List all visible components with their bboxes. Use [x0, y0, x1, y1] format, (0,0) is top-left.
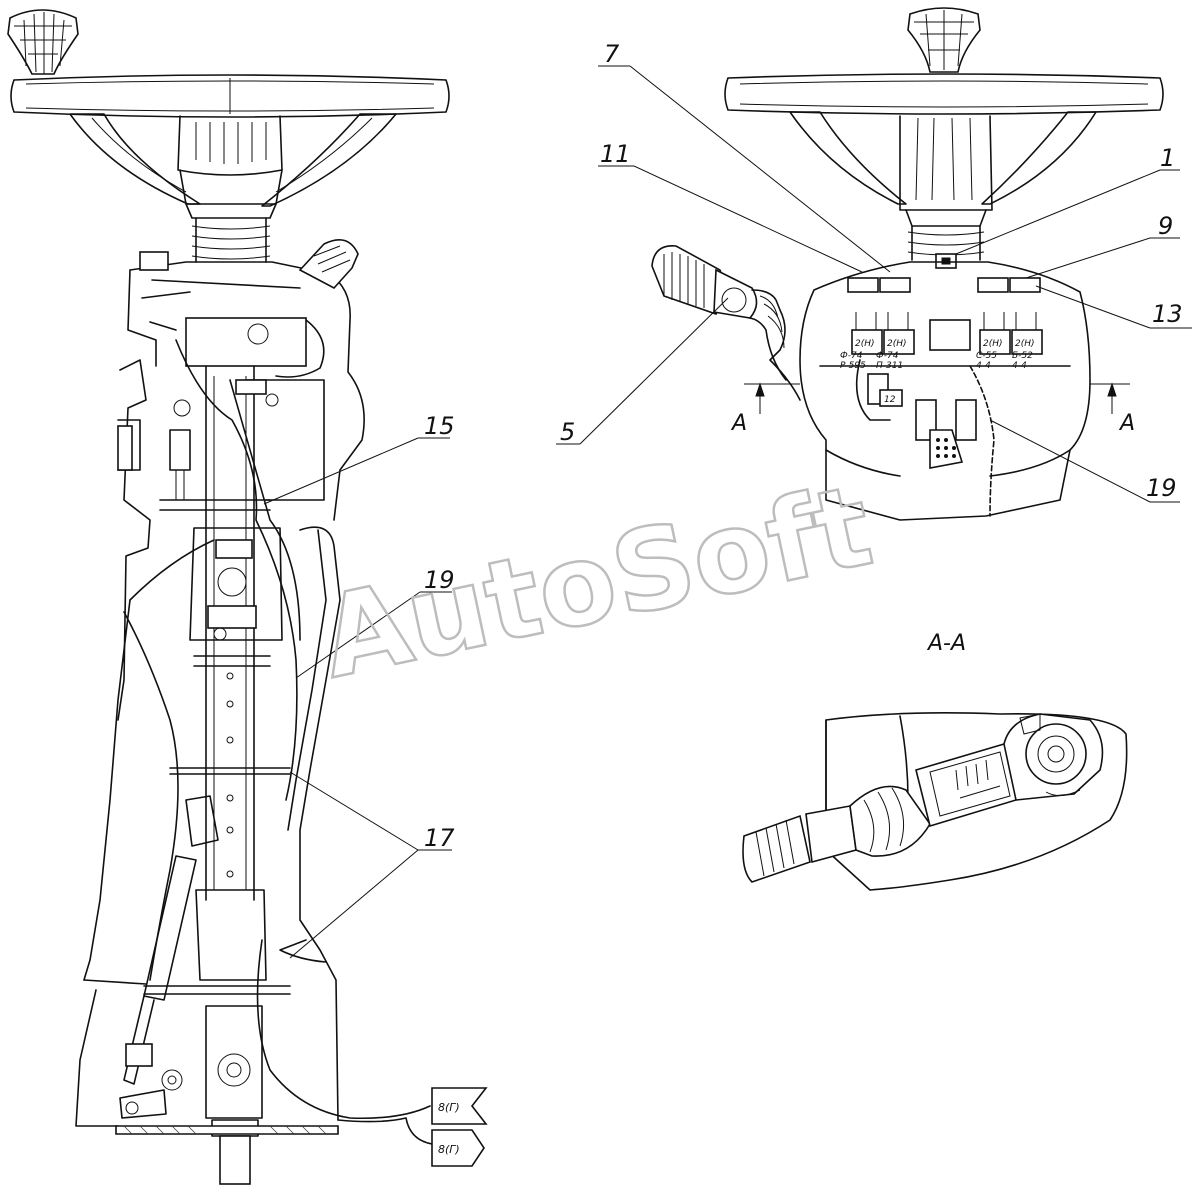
upper-switch-housing: [127, 238, 365, 521]
connector-label-n7: Б-52: [1012, 351, 1033, 361]
callout-1-label: 1: [1160, 144, 1175, 172]
connector-label-k1: 2(Н): [855, 339, 875, 349]
connector-label-n6: 4-4: [976, 361, 991, 371]
switch-unit-front-view: 2(Н) 2(Н) 2(Н) 2(Н) Ф-74 Р-595 Ф-74 П-31…: [651, 7, 1164, 521]
callout-19-right: 19: [989, 419, 1180, 503]
callout-19-left: 19: [295, 566, 455, 679]
steering-knob-front: [907, 7, 981, 73]
column-shroud: [75, 526, 341, 1135]
multifunction-lever: [651, 245, 801, 401]
connector-label-k4: 2(Н): [1015, 339, 1035, 349]
steering-wheel: [10, 74, 450, 219]
callout-5-label: 5: [560, 418, 575, 446]
section-mark-left: A: [730, 411, 747, 436]
steering-knob: [7, 9, 79, 75]
callout-11-label: 11: [600, 140, 631, 168]
section-mark-right: A: [1118, 411, 1135, 436]
connector-label-k2: 2(Н): [887, 339, 907, 349]
connector-tag-bottom: 8(Г): [431, 1129, 485, 1167]
connector-tag-top: 8(Г): [431, 1087, 488, 1125]
callout-17: 17: [289, 771, 455, 959]
wire-harness: [175, 339, 433, 1145]
callout-13: 13: [1035, 285, 1192, 329]
callout-7-label: 7: [604, 40, 620, 68]
section-title: A-A: [926, 631, 966, 656]
column-shaft: [143, 365, 325, 1185]
connector-label-n4: П-311: [876, 361, 903, 371]
callout-17-label: 17: [424, 824, 455, 852]
column-bellows: [191, 217, 271, 263]
connector-label-n1: Ф-74: [840, 351, 863, 361]
callout-9-label: 9: [1158, 212, 1173, 240]
connector-label-k3: 2(Н): [983, 339, 1003, 349]
connector-label-n9: 12: [884, 395, 896, 405]
connector-tag-top-text: 8(Г): [438, 1101, 460, 1114]
connector-tag-bottom-text: 8(Г): [438, 1143, 460, 1156]
callout-9: 9: [1025, 212, 1180, 279]
callout-1: 1: [955, 144, 1180, 255]
steering-column-side-view: 8(Г) 8(Г): [7, 9, 488, 1185]
watermark: AutoSoft: [310, 461, 882, 704]
section-a-a-view: [742, 712, 1128, 891]
callout-5: 5: [556, 297, 729, 446]
left-mounting-bracket: [117, 359, 191, 721]
connector-label-n5: С-55: [976, 351, 997, 361]
connector-label-n8: 4-4: [1012, 361, 1027, 371]
callout-15-label: 15: [424, 412, 455, 440]
section-line-a-a: A A: [730, 382, 1135, 436]
callout-19-right-label: 19: [1146, 474, 1177, 502]
callout-19-left-label: 19: [424, 566, 455, 594]
callout-13-label: 13: [1152, 300, 1183, 328]
connector-label-n2: Р-595: [840, 361, 866, 371]
callout-7: 7: [598, 40, 891, 273]
connector-label-n3: Ф-74: [876, 351, 899, 361]
callout-15: 15: [263, 412, 455, 505]
switch-connectors: 2(Н) 2(Н) 2(Н) 2(Н) Ф-74 Р-595 Ф-74 П-31…: [840, 312, 1043, 469]
callout-11: 11: [598, 140, 863, 273]
